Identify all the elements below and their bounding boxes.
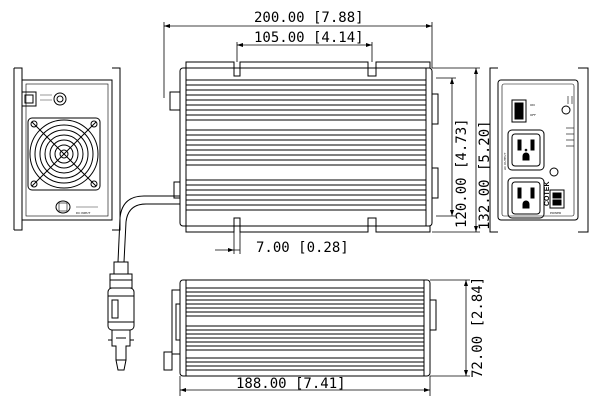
power-label: POWER (550, 211, 561, 215)
dim-mount-spacing: 105.00 [4.14] (254, 30, 364, 46)
left-panel-text: DC INPUT (76, 211, 90, 215)
dimension-lines-side (179, 279, 470, 396)
dimension-arrows-top (164, 24, 478, 252)
left-end-view (13, 67, 121, 231)
power-switch-icon (511, 99, 527, 123)
remote-port-icon (55, 200, 71, 214)
dim-slot-width: 7.00 [0.28] (256, 240, 349, 256)
brand-logo: COTEK (544, 182, 551, 207)
ac-outlet-1-icon (507, 129, 545, 171)
right-panel-text: AC OUTPUT (503, 153, 507, 170)
top-view (169, 61, 439, 233)
ac-outlet-2-icon (507, 177, 545, 219)
dim-overall-length: 200.00 [7.88] (254, 10, 364, 26)
dim-body-thickness: 72.00 [2.84] (470, 277, 486, 378)
dimension-arrows-side (180, 280, 468, 392)
cigarette-plug-icon (107, 261, 135, 371)
heatsink-fins-top (186, 79, 426, 211)
heatsink-fins-side (186, 287, 424, 371)
fan-grille-icon (27, 117, 101, 191)
dc-terminal-square-icon (21, 91, 37, 107)
switch-on-label: ON (530, 103, 535, 107)
dim-inner-height: 120.00 [4.73] (454, 118, 470, 228)
switch-off-label: OFF (530, 113, 536, 117)
dim-overall-height: 132.00 [5.20] (477, 120, 493, 230)
right-end-view (489, 67, 589, 233)
dc-cable (117, 195, 180, 263)
led-indicator-icon (561, 105, 571, 115)
ground-terminal-icon (53, 92, 67, 106)
dimension-lines-top (163, 22, 480, 254)
usb-port-icon (549, 189, 565, 209)
dim-body-length: 188.00 [7.41] (236, 376, 346, 392)
